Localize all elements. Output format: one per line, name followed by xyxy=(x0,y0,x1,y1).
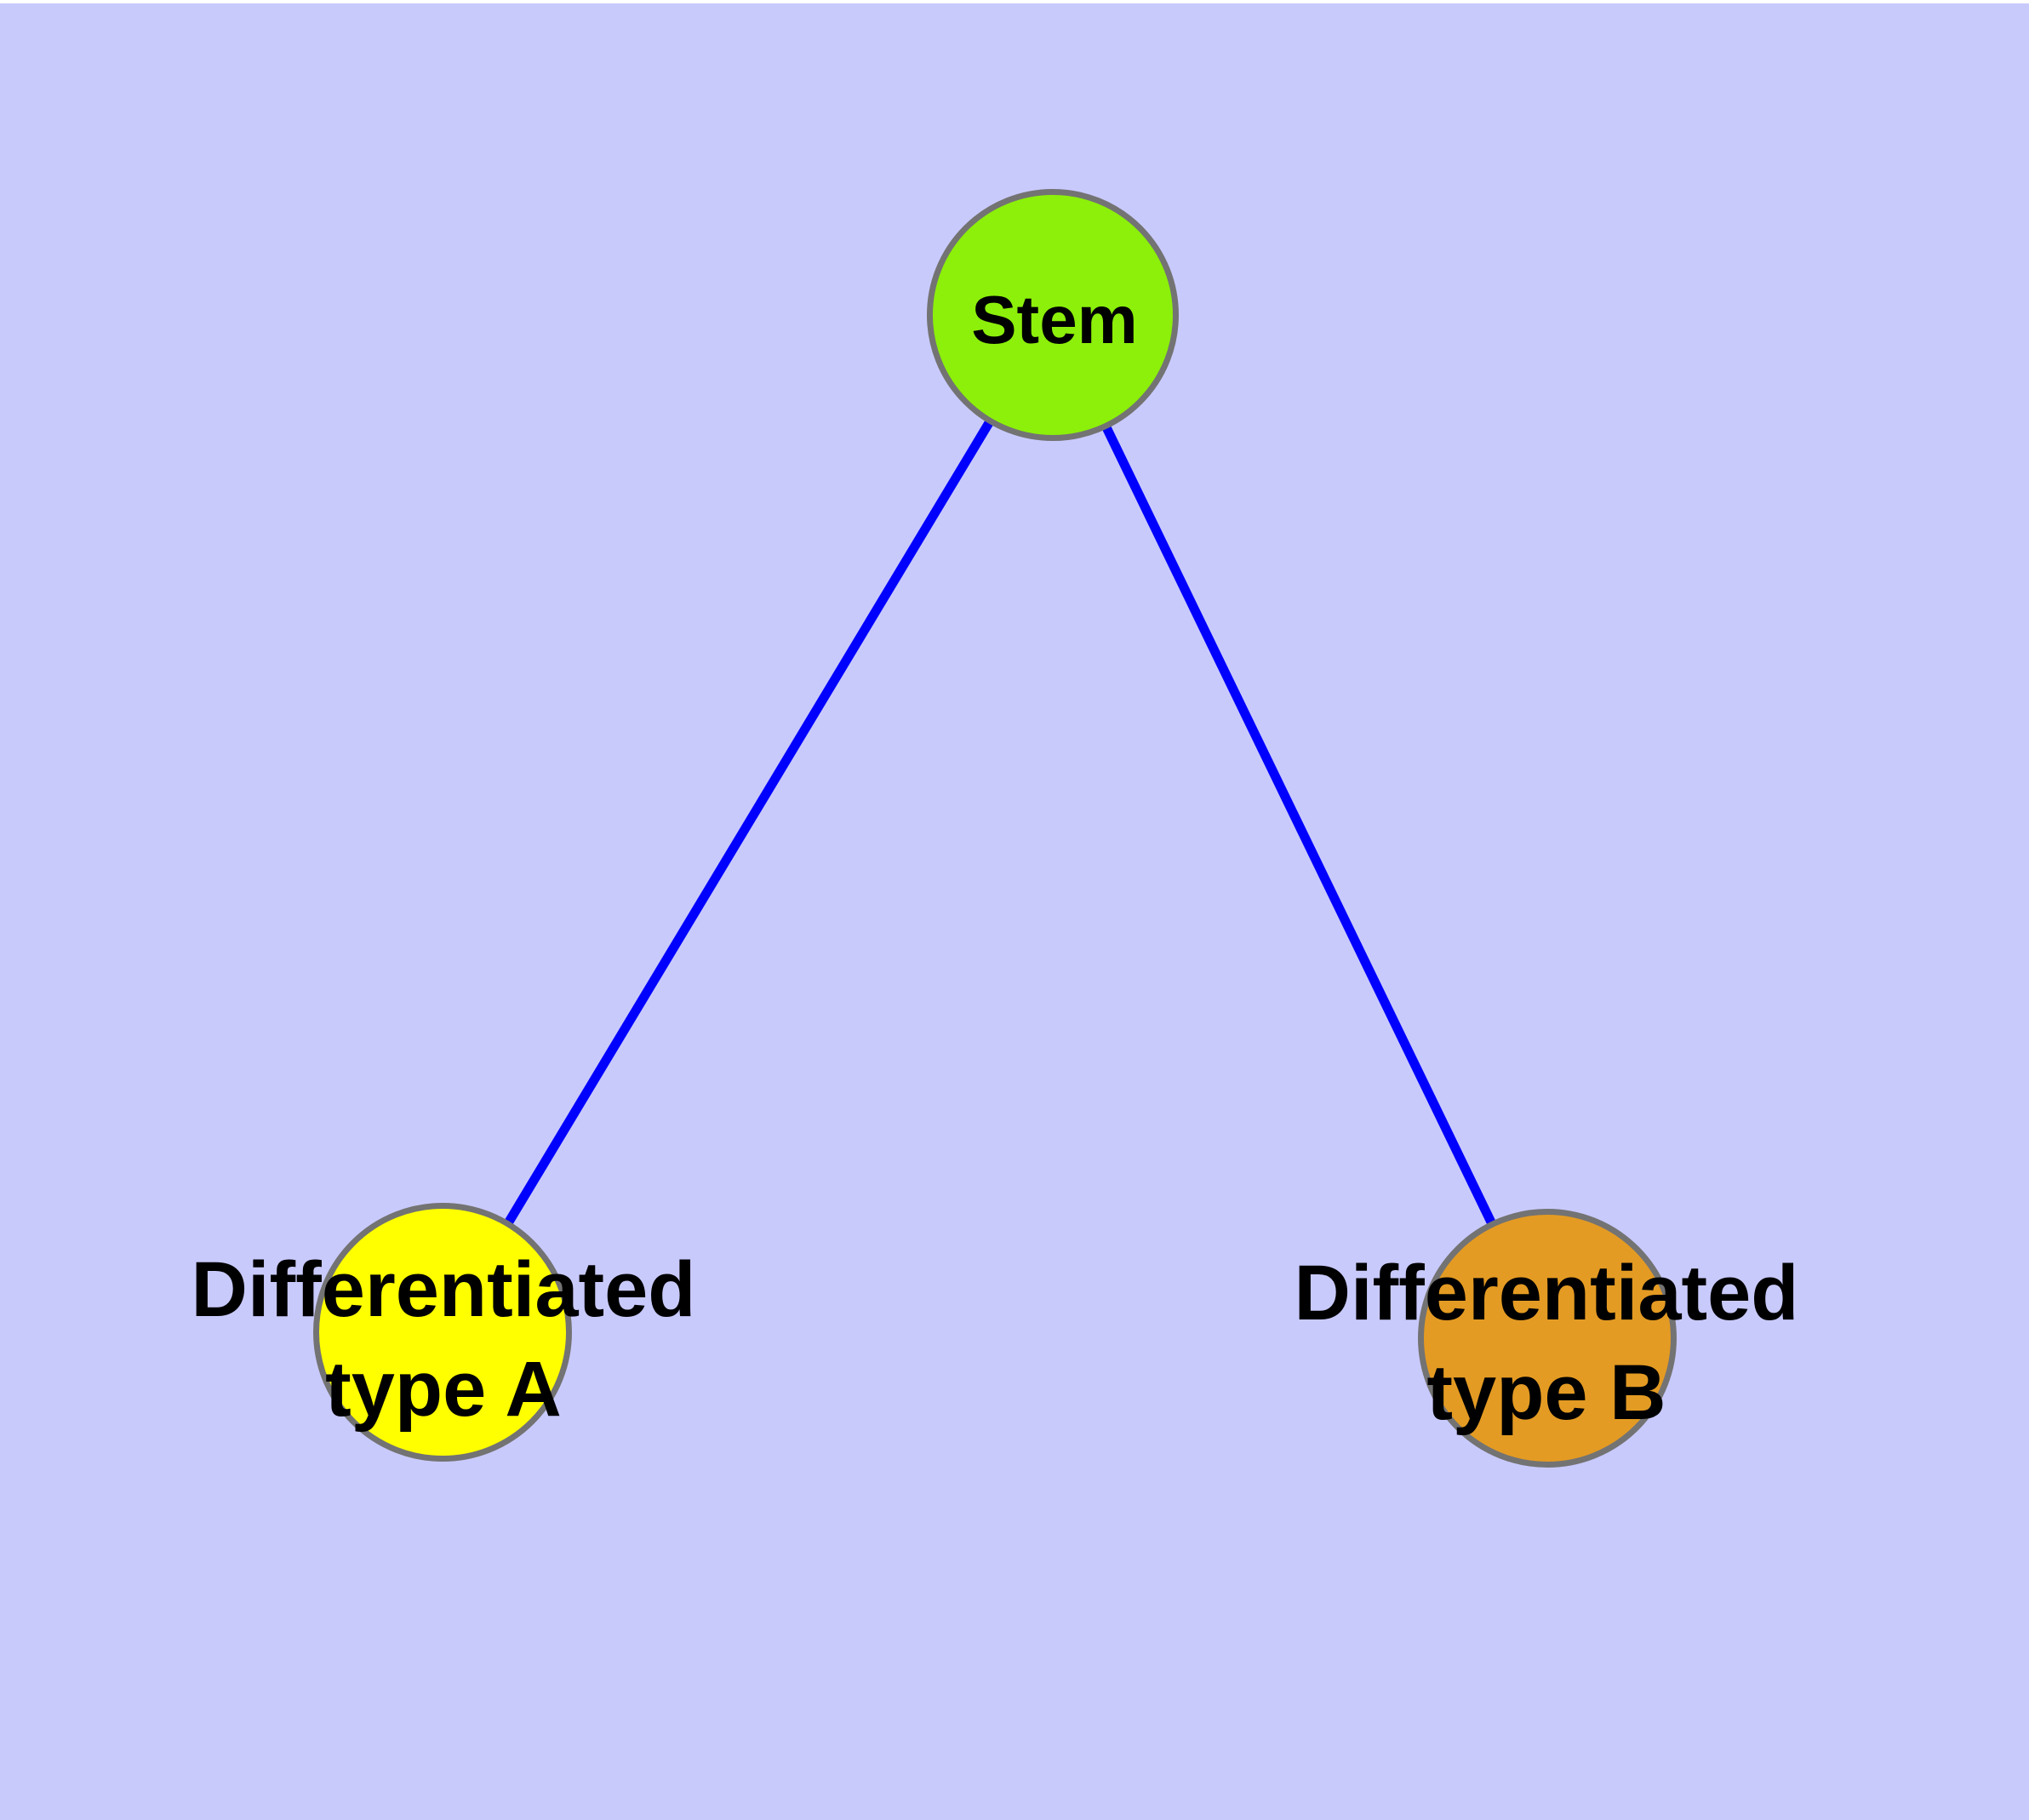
node-differentiated-type-b-label: Differentiated type B xyxy=(1294,1250,1799,1436)
edge-stem-to-type-a xyxy=(438,314,1057,1335)
edge-stem-to-type-b xyxy=(1049,314,1552,1341)
node-stem-circle xyxy=(927,189,1179,441)
top-margin-strip xyxy=(0,0,2029,3)
node-stem-label: Stem xyxy=(971,282,1138,358)
node-differentiated-type-a-circle xyxy=(313,1203,572,1462)
node-differentiated-type-a-label: Differentiated type A xyxy=(191,1246,696,1433)
node-differentiated-type-b-circle xyxy=(1418,1209,1677,1468)
